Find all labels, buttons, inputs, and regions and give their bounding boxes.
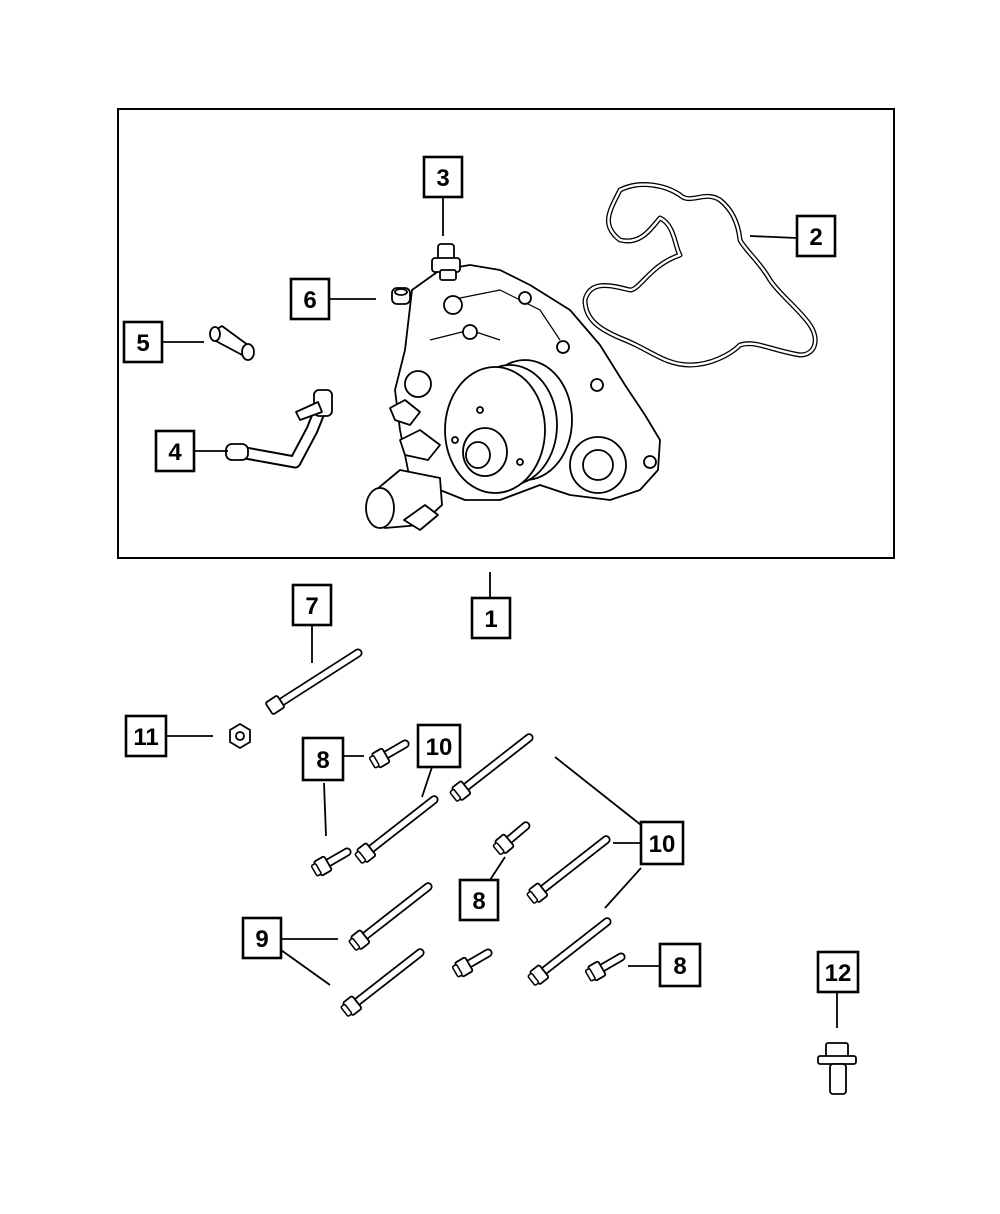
- assembly-frame: [117, 108, 895, 559]
- callout-5: 5: [122, 320, 164, 364]
- callout-7: 7: [291, 583, 333, 627]
- bolt-8-center: [492, 820, 531, 857]
- callout-9: 9: [241, 916, 283, 960]
- svg-text:4: 4: [168, 439, 182, 466]
- callout-1: 1: [470, 596, 512, 640]
- flange-bolt: [817, 1042, 857, 1095]
- water-pump-housing: [365, 264, 661, 531]
- svg-text:8: 8: [316, 747, 329, 774]
- svg-text:10: 10: [649, 831, 676, 858]
- callout-12: 12: [816, 950, 860, 994]
- hex-nut: [229, 723, 251, 749]
- callout-4: 4: [154, 429, 196, 473]
- svg-text:8: 8: [472, 888, 485, 915]
- svg-text:8: 8: [673, 953, 686, 980]
- pump-plug: [391, 287, 411, 305]
- svg-text:10: 10: [426, 734, 453, 761]
- bolt-10-mid: [353, 793, 438, 865]
- leader-lines: [162, 197, 838, 1028]
- svg-text:1: 1: [484, 606, 497, 633]
- callout-6: 6: [289, 277, 331, 321]
- bolt-10-right: [525, 833, 610, 905]
- callout-8b: 8: [458, 878, 500, 922]
- svg-text:12: 12: [825, 960, 852, 987]
- callout-8c: 8: [658, 942, 702, 988]
- bolt-8-left: [310, 845, 351, 878]
- bolt-8-right: [584, 950, 625, 983]
- heater-tube: [225, 389, 333, 469]
- svg-text:6: 6: [303, 287, 316, 314]
- bolt-9-upper: [347, 880, 432, 952]
- svg-text:7: 7: [305, 593, 318, 620]
- bolt-8-bottom: [451, 946, 492, 979]
- hose-fitting: [209, 325, 255, 361]
- callout-10a: 10: [416, 723, 462, 769]
- svg-text:2: 2: [809, 224, 822, 251]
- callout-3: 3: [422, 155, 464, 199]
- callout-2: 2: [795, 214, 837, 258]
- callout-11: 11: [124, 714, 168, 758]
- bolt-9-lower: [339, 946, 424, 1018]
- bolt-8-top: [368, 737, 409, 770]
- svg-text:11: 11: [133, 724, 158, 751]
- svg-text:9: 9: [255, 926, 268, 953]
- callout-10b: 10: [639, 820, 685, 866]
- callout-8a: 8: [301, 736, 345, 782]
- water-pump-gasket: [582, 182, 818, 368]
- svg-text:5: 5: [136, 330, 149, 357]
- temperature-sensor: [431, 243, 461, 281]
- svg-text:3: 3: [436, 165, 449, 192]
- long-stud: [265, 648, 363, 715]
